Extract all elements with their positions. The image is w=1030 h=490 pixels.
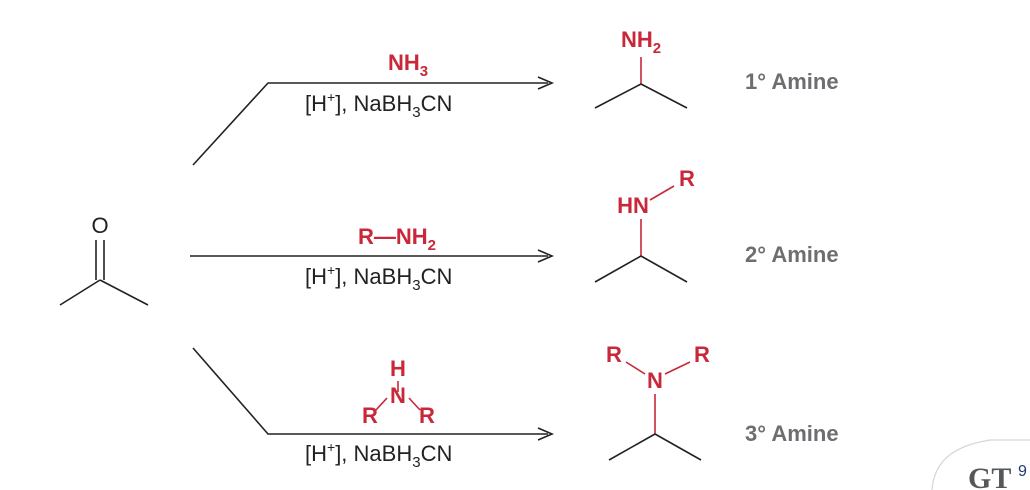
product3-r-right: R xyxy=(694,342,710,367)
product2-r-group: R xyxy=(679,166,695,191)
arrow-route-2 xyxy=(190,249,555,263)
reagent-h-atom: H xyxy=(390,356,406,381)
arrowhead-1 xyxy=(537,76,555,90)
product2-hn-group: HN xyxy=(617,193,649,218)
methyl-bond-right xyxy=(99,279,149,306)
product1-left-methyl-bond xyxy=(594,83,642,109)
reagent-r-left: R xyxy=(362,403,378,428)
primary-amine-label: 1° Amine xyxy=(745,69,839,94)
product2-left-methyl-bond xyxy=(594,255,642,283)
product1-right-methyl-bond xyxy=(640,83,688,109)
product3-left-r-bond xyxy=(625,361,646,375)
conditions-route-1: [H+], NaBH3CN xyxy=(305,89,452,121)
product1-nh2-group: NH2 xyxy=(621,27,661,57)
product-secondary-amine: HN R xyxy=(594,166,695,283)
logo-extra-text: 9 xyxy=(1018,463,1027,480)
arrowhead-3 xyxy=(537,427,555,441)
arrow-route-1 xyxy=(192,76,555,166)
logo-gt-mark: GT xyxy=(968,462,1011,490)
secondary-amine-label: 2° Amine xyxy=(745,242,839,267)
arrow-route-3 xyxy=(192,347,555,441)
methyl-bond-left xyxy=(59,279,101,306)
reagent-r-right: R xyxy=(419,403,435,428)
reagent-left-r-bond xyxy=(375,397,388,411)
gt-logo: GT 9 xyxy=(931,439,1030,490)
product-tertiary-amine: R N R xyxy=(606,342,710,461)
reagent-n-atom: N xyxy=(390,383,406,408)
product3-left-methyl-bond xyxy=(608,433,656,461)
product-primary-amine: NH2 xyxy=(594,27,688,109)
product3-n-atom: N xyxy=(647,368,663,393)
product2-n-r-bond xyxy=(649,185,675,201)
reagent-secondary-amine: H N R R xyxy=(362,356,435,428)
reagent-right-r-bond xyxy=(408,397,421,411)
arrowhead-2 xyxy=(537,249,555,263)
tertiary-amine-label: 3° Amine xyxy=(745,421,839,446)
product3-r-left: R xyxy=(606,342,622,367)
product3-right-r-bond xyxy=(664,361,691,375)
conditions-route-3: [H+], NaBH3CN xyxy=(305,439,452,471)
reagent-primary-amine: R—NH2 xyxy=(358,224,436,254)
logo-border-curve xyxy=(931,439,1030,490)
conditions-route-2: [H+], NaBH3CN xyxy=(305,262,452,294)
oxygen-atom-label: O xyxy=(91,213,108,238)
acetone-reactant: O xyxy=(59,213,149,306)
product3-right-methyl-bond xyxy=(654,433,702,461)
product2-right-methyl-bond xyxy=(640,255,688,283)
reagent-ammonia: NH3 xyxy=(388,50,428,80)
